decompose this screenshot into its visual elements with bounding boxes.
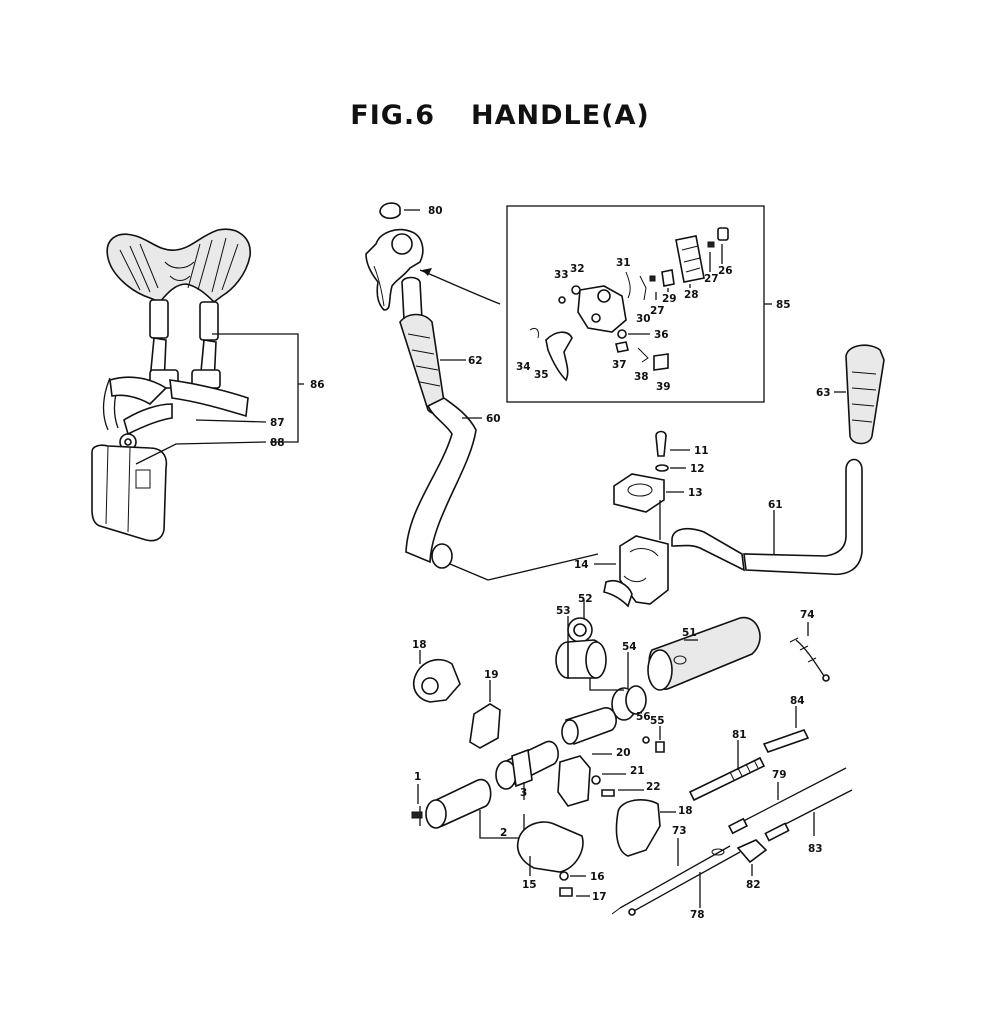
- callout-18a: 18: [412, 639, 427, 651]
- callout-27a: 27: [650, 305, 665, 317]
- callout-53: 53: [556, 605, 571, 617]
- callout-63: 63: [816, 387, 831, 399]
- right-handle-assembly: 63 61 11 12 13 14: [574, 344, 885, 608]
- callout-16: 16: [590, 871, 605, 883]
- callout-35: 35: [534, 369, 549, 381]
- callout-87: 87: [270, 417, 285, 429]
- callout-26: 26: [718, 265, 733, 277]
- figure-name: HANDLE(A): [470, 100, 650, 131]
- throttle-detail-box: 85 26 27 28 29 27 30: [506, 205, 791, 403]
- figure-number: FIG.6: [350, 100, 435, 131]
- callout-29: 29: [662, 293, 677, 305]
- callout-88: 88: [270, 437, 285, 449]
- callout-73: 73: [672, 825, 687, 837]
- callout-79: 79: [772, 769, 787, 781]
- callout-51: 51: [682, 627, 697, 639]
- callout-22: 22: [646, 781, 661, 793]
- callout-54: 54: [622, 641, 637, 653]
- callout-11: 11: [694, 445, 709, 457]
- left-handle-assembly: 80 62 60: [365, 202, 599, 581]
- callout-60: 60: [486, 413, 501, 425]
- callout-83: 83: [808, 843, 823, 855]
- callout-15: 15: [522, 879, 537, 891]
- callout-62: 62: [468, 355, 483, 367]
- callout-13: 13: [688, 487, 703, 499]
- callout-31: 31: [616, 257, 631, 269]
- callout-19: 19: [484, 669, 499, 681]
- callout-34: 34: [516, 361, 531, 373]
- callout-61: 61: [768, 499, 783, 511]
- callout-84: 84: [790, 695, 805, 707]
- callout-36: 36: [654, 329, 669, 341]
- callout-86: 86: [310, 379, 325, 391]
- callout-80: 80: [428, 205, 443, 217]
- callout-28: 28: [684, 289, 699, 301]
- callout-12: 12: [690, 463, 705, 475]
- callout-1: 1: [414, 771, 421, 783]
- callout-30: 30: [636, 313, 651, 325]
- callout-78: 78: [690, 909, 705, 921]
- callout-82: 82: [746, 879, 761, 891]
- callout-18b: 18: [678, 805, 693, 817]
- callout-39: 39: [656, 381, 671, 393]
- callout-32: 32: [570, 263, 585, 275]
- harness-assembly: 86 87 88: [91, 228, 325, 542]
- callout-81: 81: [732, 729, 747, 741]
- callout-56: 56: [636, 711, 651, 723]
- callout-37: 37: [612, 359, 627, 371]
- callout-33: 33: [554, 269, 569, 281]
- callout-38: 38: [634, 371, 649, 383]
- callout-85: 85: [776, 299, 791, 311]
- callout-14: 14: [574, 559, 589, 571]
- callout-52: 52: [578, 593, 593, 605]
- callout-2: 2: [500, 827, 507, 839]
- cable-assembly: 74 84 81 79 83 73: [611, 609, 853, 921]
- callout-21: 21: [630, 765, 645, 777]
- callout-27b: 27: [704, 273, 719, 285]
- callout-20: 20: [616, 747, 631, 759]
- shaft-assembly: 51 52 53 54 55 56: [411, 593, 761, 903]
- figure-title: FIG.6 HANDLE(A): [0, 100, 1000, 131]
- callout-74: 74: [800, 609, 815, 621]
- callout-17: 17: [592, 891, 607, 903]
- callout-55: 55: [650, 715, 665, 727]
